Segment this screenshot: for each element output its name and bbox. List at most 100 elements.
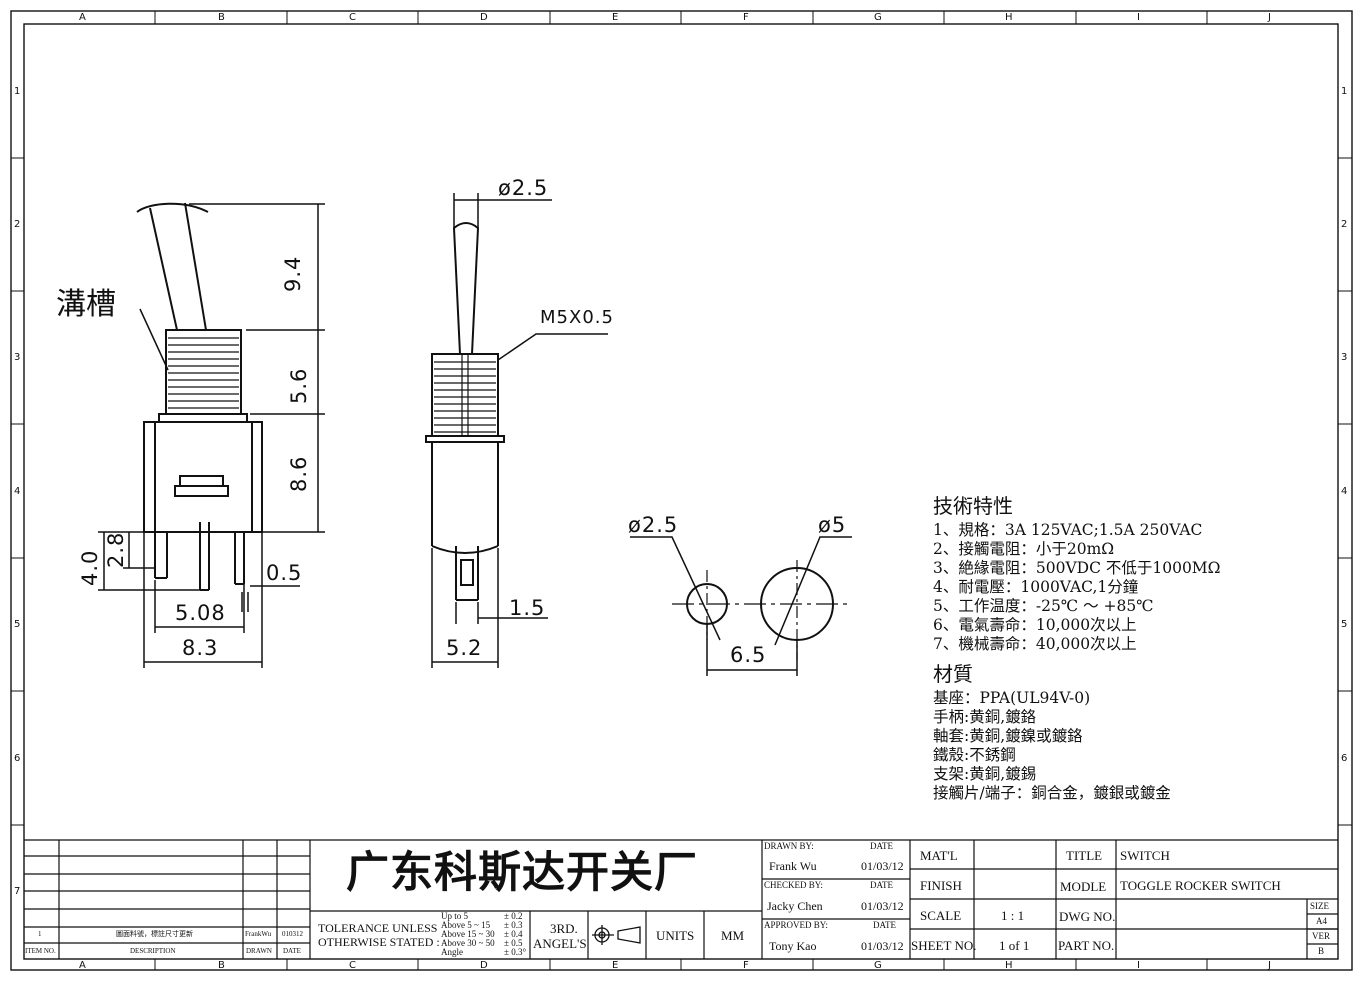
finish-label: FINISH [920, 878, 962, 893]
tolerance-range: Above 30 ~ 50 [441, 938, 495, 948]
units-value: MM [721, 928, 745, 943]
grid-col-label: A [79, 12, 86, 23]
date-label: DATE [873, 920, 896, 930]
company-name: 广东科斯达开关厂 [346, 848, 698, 898]
date-label: DATE [870, 880, 893, 890]
grid-col-label: A [79, 960, 86, 971]
revision-drawn: FrankWu [245, 930, 272, 938]
drawn-by-date: 01/03/12 [861, 859, 904, 873]
tech-specs-title: 技術特性 [933, 494, 1013, 518]
date-label: DATE [870, 841, 893, 851]
revision-item-no: 1 [38, 930, 42, 938]
sheet-label: SHEET NO. [911, 938, 977, 953]
size-label: SIZE [1310, 901, 1329, 911]
grid-row-label: 1 [1341, 86, 1348, 97]
dim-shaft-diameter: ø2.5 [498, 176, 549, 200]
dim-1-5: 1.5 [509, 596, 546, 620]
checked-by-label: CHECKED BY: [764, 880, 823, 890]
tech-spec-item: 5、工作温度：-25℃ ～ +85℃ [933, 597, 1154, 615]
dim-thread: M5X0.5 [540, 307, 614, 328]
dwg-no-label: DWG NO. [1059, 909, 1116, 924]
dim-9-4: 9.4 [281, 255, 305, 292]
grid-row-label: 4 [14, 486, 21, 497]
grid-col-label: H [1005, 960, 1013, 971]
dim-2-8: 2.8 [104, 531, 128, 568]
grid-col-label: C [349, 960, 356, 971]
tech-spec-item: 1、規格：3A 125VAC;1.5A 250VAC [933, 521, 1203, 539]
model-label: MODLE [1060, 879, 1107, 894]
grid-col-label: B [218, 960, 225, 971]
material-label: MAT'L [920, 848, 958, 863]
dim-0-5: 0.5 [266, 561, 303, 585]
grid-col-label: E [612, 960, 619, 971]
grid-col-label: G [874, 12, 882, 23]
grid-col-label: E [612, 12, 619, 23]
grid-col-label: I [1137, 12, 1140, 23]
tech-spec-item: 3、絶緣電阻：500VDC 不低于1000MΩ [933, 559, 1221, 577]
title-label: TITLE [1066, 848, 1103, 863]
part-no-label: PART NO. [1058, 938, 1115, 953]
grid-col-label: G [874, 960, 882, 971]
approved-by-label: APPROVED BY: [764, 920, 828, 930]
dim-5-6: 5.6 [287, 367, 311, 404]
grid-row-label: 2 [1341, 219, 1348, 230]
grid-row-label: 5 [14, 619, 21, 630]
grid-col-label: H [1005, 12, 1013, 23]
revision-header-description: DESCRIPTION [130, 947, 176, 955]
grid-col-label: F [743, 12, 749, 23]
grid-col-label: I [1137, 960, 1140, 971]
revision-header-date: DATE [283, 947, 301, 955]
units-label: UNITS [656, 928, 695, 943]
third-angle-projection-icon [590, 922, 644, 948]
approved-by-date: 01/03/12 [861, 939, 904, 953]
checked-by-name: Jacky Chen [767, 899, 823, 913]
material-item: 基座：PPA(UL94V-0) [933, 689, 1091, 707]
materials-title: 材質 [933, 662, 973, 686]
grid-col-label: F [743, 960, 749, 971]
material-item: 接觸片/端子：銅合金，鍍銀或鍍金 [933, 784, 1171, 802]
scale-value: 1 : 1 [1001, 908, 1025, 923]
tech-spec-item: 7、機械壽命：40,000次以上 [933, 635, 1137, 653]
grid-col-label: J [1268, 12, 1271, 23]
drawn-by-label: DRAWN BY: [764, 841, 814, 851]
tolerance-range: Above 5 ~ 15 [441, 920, 491, 930]
version-label: VER [1312, 931, 1330, 941]
approved-by-name: Tony Kao [769, 939, 817, 953]
model-value: TOGGLE ROCKER SWITCH [1120, 878, 1281, 893]
grid-row-label: 4 [1341, 486, 1348, 497]
checked-by-date: 01/03/12 [861, 899, 904, 913]
grid-col-label: D [480, 12, 488, 23]
dim-8-6: 8.6 [287, 455, 311, 492]
dim-5-2: 5.2 [446, 636, 483, 660]
grid-row-label: 2 [14, 219, 21, 230]
tolerance-label: TOLERANCE UNLESS [318, 921, 438, 935]
grid-row-label: 6 [14, 753, 21, 764]
material-item: 軸套:黄銅,鍍鎳或鍍鉻 [933, 727, 1083, 745]
sheet-value: 1 of 1 [999, 938, 1030, 953]
tolerance-value: ± 0.2 [504, 911, 523, 921]
tolerance-value: ± 0.4 [504, 929, 523, 939]
revision-description: 圖面料號，標註尺寸更新 [116, 930, 193, 938]
dim-4-0: 4.0 [78, 549, 102, 586]
grid-row-label: 1 [14, 86, 21, 97]
grid-col-label: C [349, 12, 356, 23]
tolerance-value: ± 0.3 [504, 920, 523, 930]
projection-label: 3RD. [550, 921, 578, 936]
grid-col-label: D [480, 960, 488, 971]
dim-hole-large: ø5 [818, 513, 847, 537]
grid-row-label: 5 [1341, 619, 1348, 630]
dim-5-08: 5.08 [175, 601, 226, 625]
drawn-by-name: Frank Wu [769, 859, 817, 873]
grid-col-label: B [218, 12, 225, 23]
dim-hole-spacing: 6.5 [730, 643, 767, 667]
title-value: SWITCH [1120, 848, 1170, 863]
tolerance-range: Angle [441, 947, 463, 957]
tech-spec-item: 6、電氣壽命：10,000次以上 [933, 616, 1137, 634]
grid-row-label: 3 [1341, 352, 1348, 363]
material-item: 手柄:黄銅,鍍鉻 [933, 708, 1037, 726]
tech-spec-item: 2、接觸電阻：小于20mΩ [933, 540, 1115, 558]
tech-spec-item: 4、耐電壓：1000VAC,1分鐘 [933, 578, 1139, 596]
grid-col-label: J [1268, 960, 1271, 971]
version-value: B [1318, 946, 1325, 956]
